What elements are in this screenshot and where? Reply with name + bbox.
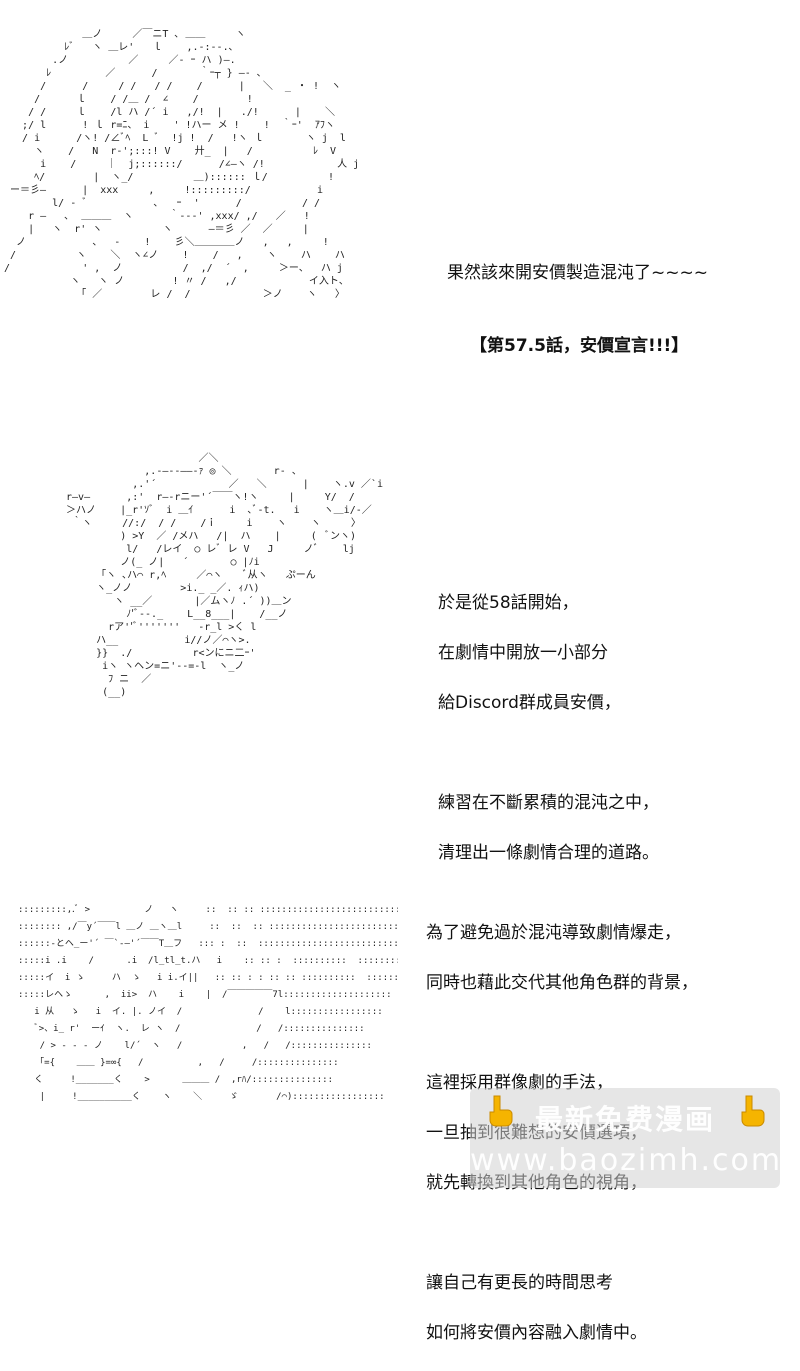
text-line	[438, 741, 659, 766]
panel-1-title: 果然該來開安價製造混沌了~~~~	[447, 263, 708, 283]
ascii-art-group-scene: :::::::::,.ﾞ > ノ ヽ :: :: :: ::::::::::::…	[18, 905, 398, 1102]
text-line: 如何將安價內容融入劇情中。	[426, 1323, 647, 1343]
text-line: 同時也藉此交代其他角色群的背景，	[426, 973, 698, 993]
text-line: 為了避免過於混沌導致劇情爆走，	[426, 923, 681, 943]
text-line: 於是從58話開始，	[438, 593, 579, 613]
text-line: 練習在不斷累積的混沌之中，	[438, 793, 659, 813]
site-watermark: 最新免费漫画 www.baozimh.com	[470, 1088, 780, 1188]
panel-2: ／＼ ,.-―‐-――-ｧ ◎ ＼ r‐ 、 ,.'´ ／ ＼ | ヽ.v ／`…	[0, 440, 800, 863]
text-line: 給Discord群成員安價，	[438, 693, 621, 713]
ascii-art-character-2: ／＼ ,.-―‐-――-ｧ ◎ ＼ r‐ 、 ,.'´ ／ ＼ | ヽ.v ／`…	[66, 453, 383, 698]
panel-1-subtitle: 【第57.5話，安價宣言!!!】	[470, 336, 689, 356]
pointing-hand-icon	[741, 1095, 765, 1127]
text-line: 在劇情中開放一小部分	[438, 643, 608, 663]
text-line	[426, 1021, 698, 1046]
ascii-art-character-1: ＿ノ ／￣ニT ､ ＿＿ ヽ ﾚﾞ ヽ ＿レ' ｌ ,.-:-‐.､ .ノ ／ …	[4, 29, 360, 300]
text-line: 讓自己有更長的時間思考	[426, 1273, 613, 1293]
pointing-hand-icon	[489, 1095, 513, 1127]
text-line: 清理出一條劇情合理的道路。	[438, 843, 659, 863]
text-line	[426, 1221, 698, 1246]
watermark-url: www.baozimh.com	[470, 1143, 783, 1178]
panel-2-text: 於是從58話開始， 在劇情中開放一小部分 給Discord群成員安價， 練習在不…	[438, 566, 659, 891]
watermark-title: 最新免费漫画	[534, 1103, 715, 1136]
panel-1: ＿ノ ／￣ニT ､ ＿＿ ヽ ﾚﾞ ヽ ＿レ' ｌ ,.-:-‐.､ .ノ ／ …	[0, 0, 800, 400]
